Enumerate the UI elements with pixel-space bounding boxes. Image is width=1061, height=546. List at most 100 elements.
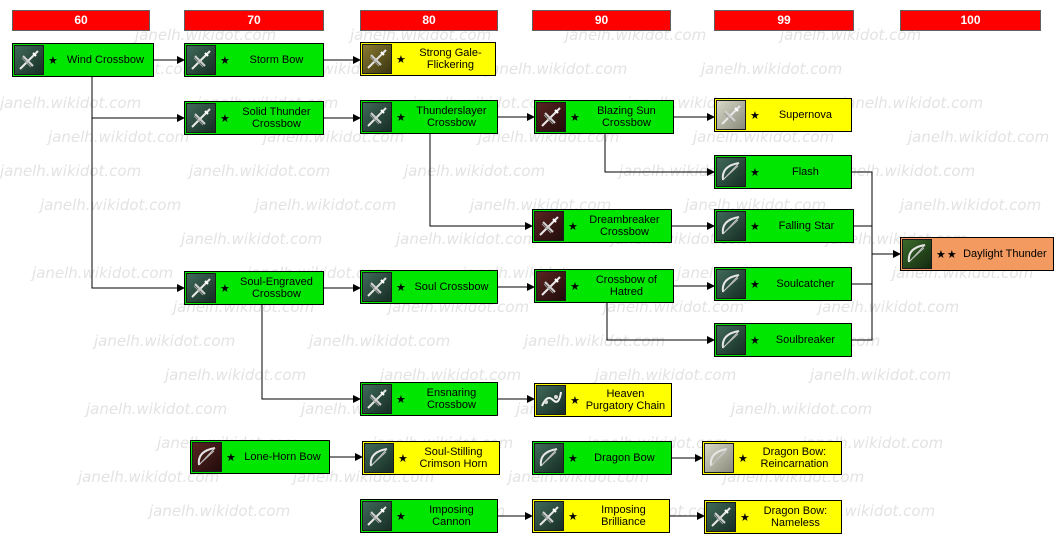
weapon-node-blazing-sun[interactable]: ★ Blazing Sun Crossbow	[534, 100, 674, 134]
weapon-name: Soul Crossbow	[414, 281, 489, 293]
crossbow-icon	[186, 273, 216, 303]
weapon-node-crossbow-of-hatred[interactable]: ★ Crossbow of Hatred	[534, 269, 674, 303]
crossbow-icon	[362, 384, 392, 414]
crossbow-icon	[716, 100, 746, 130]
weapon-name: Solid Thunder Crossbow	[242, 106, 311, 130]
weapon-name: Falling Star	[778, 220, 835, 232]
weapon-name: Daylight Thunder	[963, 248, 1047, 260]
weapon-node-lone-horn-bow[interactable]: ★Lone-Horn Bow	[190, 440, 330, 474]
weapon-node-soulbreaker[interactable]: ★Soulbreaker	[714, 323, 852, 357]
weapon-name: Strong Gale-Flickering	[419, 47, 482, 71]
crossbow-icon	[362, 501, 392, 531]
star-rating: ★	[396, 111, 407, 124]
weapon-node-soul-engraved[interactable]: ★Soul-Engraved Crossbow	[184, 271, 324, 305]
weapon-name: Imposing Brilliance	[601, 504, 646, 528]
crossbow-icon	[534, 501, 564, 531]
star-rating: ★	[396, 53, 407, 66]
star-rating: ★	[396, 281, 407, 294]
weapon-node-imposing-brilliance[interactable]: ★ Imposing Brilliance	[532, 499, 670, 533]
level-header-70: 70	[184, 10, 324, 31]
weapon-name: Thunderslayer Crossbow	[416, 105, 487, 129]
star-rating: ★	[750, 166, 761, 179]
crossbow-icon	[536, 271, 566, 301]
weapon-node-heaven-purgatory[interactable]: ★ Heaven Purgatory Chain	[534, 383, 672, 417]
bow-icon	[716, 325, 746, 355]
bow-icon	[902, 239, 932, 269]
star-rating: ★	[220, 112, 231, 125]
weapon-node-thunderslayer[interactable]: ★ Thunderslayer Crossbow	[360, 100, 498, 134]
weapon-name: Soulcatcher	[776, 278, 835, 290]
crossbow-icon	[14, 45, 44, 75]
connector-soulcatcher-to-daylight-thunder	[852, 254, 873, 285]
weapon-name: Dragon Bow: Nameless	[763, 505, 828, 529]
crossbow-icon	[186, 45, 216, 75]
weapon-node-supernova[interactable]: ★Supernova	[714, 98, 852, 132]
star-rating: ★	[220, 54, 231, 67]
bow-icon	[716, 211, 746, 241]
connector-crossbow-of-hatred-to-soulbreaker	[606, 303, 715, 344]
star-rating: ★	[750, 278, 761, 291]
crossbow-icon	[362, 272, 392, 302]
weapon-node-soul-stilling[interactable]: ★ Soul-Stilling Crimson Horn	[362, 441, 500, 475]
crossbow-icon	[536, 102, 566, 132]
weapon-node-daylight-thunder[interactable]: ★★ Daylight Thunder	[900, 237, 1054, 271]
connector-thunderslayer-to-dreambreaker	[429, 134, 533, 230]
star-rating: ★★	[936, 248, 958, 261]
weapon-name: Dragon Bow	[594, 452, 655, 464]
weapon-node-dragon-bow-reinc[interactable]: ★Dragon Bow: Reincarnation	[702, 441, 842, 475]
connector-wind-crossbow-to-soul-engraved	[91, 77, 185, 292]
weapon-node-soulcatcher[interactable]: ★ Soulcatcher	[714, 267, 852, 301]
weapon-node-imposing-cannon[interactable]: ★ Imposing Cannon	[360, 499, 498, 533]
weapon-name: Blazing Sun Crossbow	[597, 105, 656, 129]
weapon-name: Imposing Cannon	[429, 504, 474, 528]
level-header-99: 99	[714, 10, 854, 31]
bow-icon	[534, 443, 564, 473]
star-rating: ★	[48, 54, 59, 67]
level-header-90: 90	[532, 10, 671, 31]
weapon-node-flash[interactable]: ★ Flash	[714, 155, 852, 189]
weapon-node-ensnaring[interactable]: ★Ensnaring Crossbow	[360, 382, 498, 416]
weapon-node-wind-crossbow[interactable]: ★ Wind Crossbow	[12, 43, 154, 77]
weapon-name: Soul-Stilling Crimson Horn	[419, 446, 488, 470]
weapon-name: Heaven Purgatory Chain	[585, 388, 666, 412]
weapon-name: Lone-Horn Bow	[244, 451, 321, 463]
star-rating: ★	[750, 220, 761, 233]
weapon-node-dreambreaker[interactable]: ★Dreambreaker Crossbow	[532, 209, 672, 243]
star-rating: ★	[568, 510, 579, 523]
weapon-node-solid-thunder[interactable]: ★ Solid Thunder Crossbow	[184, 101, 324, 135]
connector-flash-to-daylight-thunder	[852, 171, 901, 258]
connector-soul-engraved-to-ensnaring	[261, 305, 361, 403]
connector-wind-crossbow-to-solid-thunder	[91, 77, 185, 122]
bow-icon	[716, 269, 746, 299]
weapon-name: Soulbreaker	[775, 334, 836, 346]
chain-icon	[536, 385, 566, 415]
weapon-node-dragon-bow[interactable]: ★Dragon Bow	[532, 441, 672, 475]
level-header-100: 100	[900, 10, 1041, 31]
weapon-name: Crossbow of Hatred	[595, 274, 657, 298]
weapon-name: Soul-Engraved Crossbow	[240, 276, 313, 300]
weapon-name: Flash	[791, 166, 819, 178]
crossbow-icon	[706, 502, 736, 532]
star-rating: ★	[570, 111, 581, 124]
star-rating: ★	[570, 394, 581, 407]
weapon-name: Dreambreaker Crossbow	[589, 214, 660, 238]
connector-blazing-sun-to-flash	[604, 134, 715, 176]
bow-icon	[192, 442, 222, 472]
star-rating: ★	[570, 280, 581, 293]
level-header-80: 80	[360, 10, 498, 31]
star-rating: ★	[396, 510, 407, 523]
star-rating: ★	[398, 452, 409, 465]
weapon-name: Wind Crossbow	[66, 54, 144, 66]
weapon-node-storm-bow[interactable]: ★ Storm Bow	[184, 43, 324, 77]
weapon-name: Supernova	[778, 109, 833, 121]
weapon-node-soul-crossbow[interactable]: ★ Soul Crossbow	[360, 270, 498, 304]
star-rating: ★	[740, 511, 751, 524]
weapon-node-dragon-bow-nameless[interactable]: ★ Dragon Bow: Nameless	[704, 500, 842, 534]
weapon-node-falling-star[interactable]: ★ Falling Star	[714, 209, 854, 243]
weapon-node-strong-gale[interactable]: ★ Strong Gale-Flickering	[360, 42, 496, 76]
weapon-name: Dragon Bow: Reincarnation	[760, 446, 829, 470]
bow-icon	[716, 157, 746, 187]
weapon-name: Storm Bow	[249, 54, 304, 66]
weapon-name: Ensnaring Crossbow	[426, 387, 477, 411]
